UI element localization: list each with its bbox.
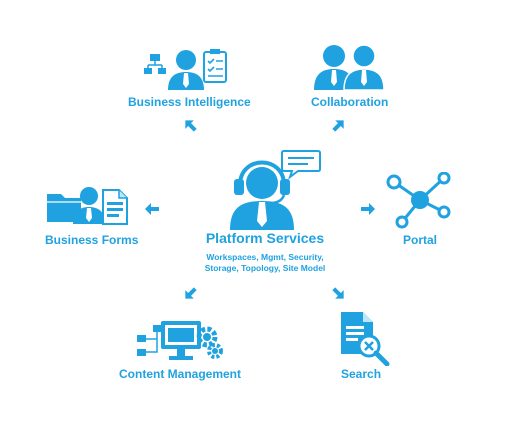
arrow-to-search [332,287,344,299]
collaboration-label: Collaboration [311,95,389,109]
platform-services-title: Platform Services [205,230,325,246]
business-forms-icon [47,187,128,225]
arrow-to-portal [361,203,375,215]
search-document-icon [341,312,390,366]
support-agent-icon [230,150,321,230]
portal-network-icon [386,172,451,229]
platform-services-subtitle-line2: Storage, Topology, Site Model [204,263,326,273]
business-intelligence-label: Business Intelligence [128,95,251,109]
arrow-to-business-forms [145,203,159,215]
platform-services-subtitle: Workspaces, Mgmt, Security, Storage, Top… [190,252,340,274]
business-forms-label: Business Forms [45,233,139,247]
arrow-to-collaboration [332,120,344,132]
portal-label: Portal [403,233,438,247]
arrow-to-business-intelligence [185,120,197,132]
content-management-icon [137,321,223,360]
search-label: Search [341,367,382,381]
content-management-label: Content Management [119,367,242,381]
arrow-to-content-management [185,287,197,299]
business-intelligence-icon [144,49,227,90]
collaboration-icon [314,44,385,91]
platform-services-subtitle-line1: Workspaces, Mgmt, Security, [206,252,324,262]
